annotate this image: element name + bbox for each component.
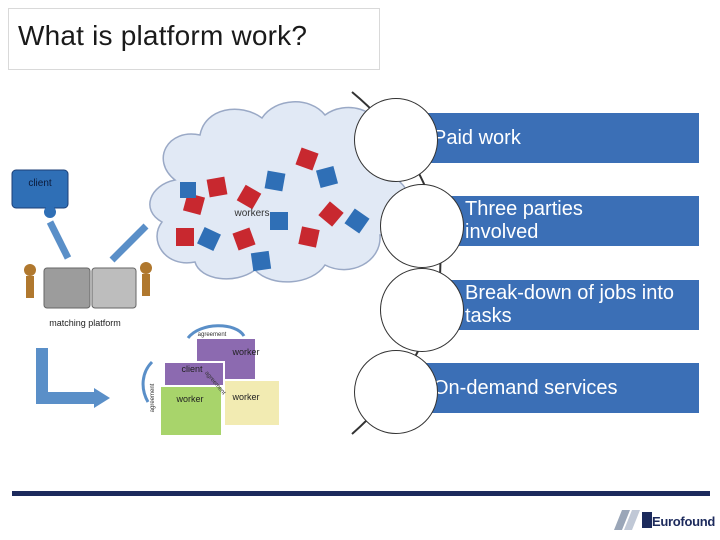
feature-label-3: Break-down of jobs into tasks [465, 282, 675, 327]
agreement-top-label: agreement [198, 332, 227, 338]
puzzle-worker-left: worker [175, 394, 203, 404]
workers-label: workers [233, 208, 269, 219]
agreement-left-label: agreement [150, 383, 156, 412]
puzzle-client: client [181, 364, 203, 374]
feature-bar-2: Three parties involved [432, 196, 699, 246]
platform-label: matching platform [49, 318, 121, 328]
feature-bar-3: Break-down of jobs into tasks [432, 280, 699, 330]
client-piece [11, 169, 69, 218]
feature-marker-4 [354, 350, 438, 434]
feature-bar-4: On-demand services [398, 363, 699, 413]
worker-pieces [176, 147, 370, 272]
brand-name: Eurofound [652, 514, 716, 529]
footer-rule [12, 491, 710, 496]
feature-label-2: Three parties involved [465, 198, 583, 243]
feature-marker-1 [354, 98, 438, 182]
title-frame [8, 8, 380, 70]
platform-illustration [24, 262, 152, 309]
eurofound-logo [614, 510, 652, 530]
cloud-arrow [109, 223, 149, 263]
feature-marker-3 [380, 268, 464, 352]
feature-marker-2 [380, 184, 464, 268]
puzzle-worker-top: worker [231, 347, 259, 357]
feature-label-1: Paid work [433, 126, 521, 149]
slide-title: What is platform work? [18, 20, 308, 51]
agreement-puzzle [141, 324, 281, 437]
feature-label-4: On-demand services [433, 376, 618, 399]
puzzle-worker-right: worker [231, 392, 259, 402]
l-arrow [36, 348, 96, 404]
client-arrow [46, 220, 72, 260]
feature-bar-1: Paid work [398, 113, 699, 163]
client-label: client [28, 178, 52, 189]
